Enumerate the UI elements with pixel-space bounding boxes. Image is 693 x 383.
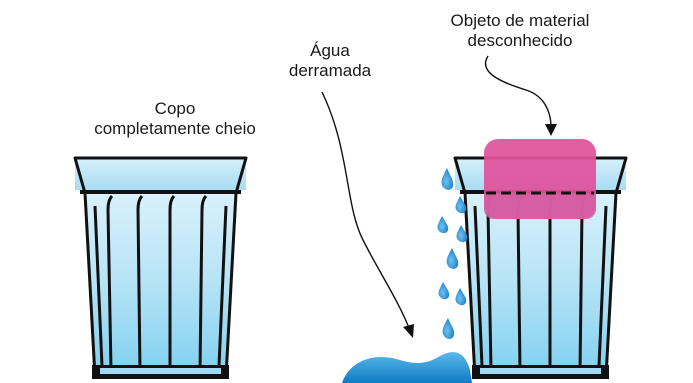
unknown-object-pointer: [485, 55, 557, 136]
unknown-object-label-line-2: desconhecido: [467, 31, 573, 50]
water-drops-icon: [437, 168, 468, 339]
spilled-water-icon: [342, 352, 472, 383]
spilled-water-label: Água derramada: [255, 41, 405, 81]
unknown-object-label-line-1: Objeto de material: [450, 11, 590, 30]
unknown-object-icon: [484, 139, 596, 219]
full-glass-label-line-1: Copo: [154, 99, 196, 118]
unknown-object-label: Objeto de material desconhecido: [405, 11, 635, 51]
spilled-water-label-line-2: derramada: [288, 61, 372, 80]
full-glass-icon: [73, 156, 248, 379]
spilled-water-pointer: [321, 91, 414, 338]
full-glass-label-line-2: completamente cheio: [94, 119, 256, 138]
full-glass-label: Copo completamente cheio: [55, 99, 295, 139]
spilled-water-label-line-1: Água: [310, 41, 350, 60]
